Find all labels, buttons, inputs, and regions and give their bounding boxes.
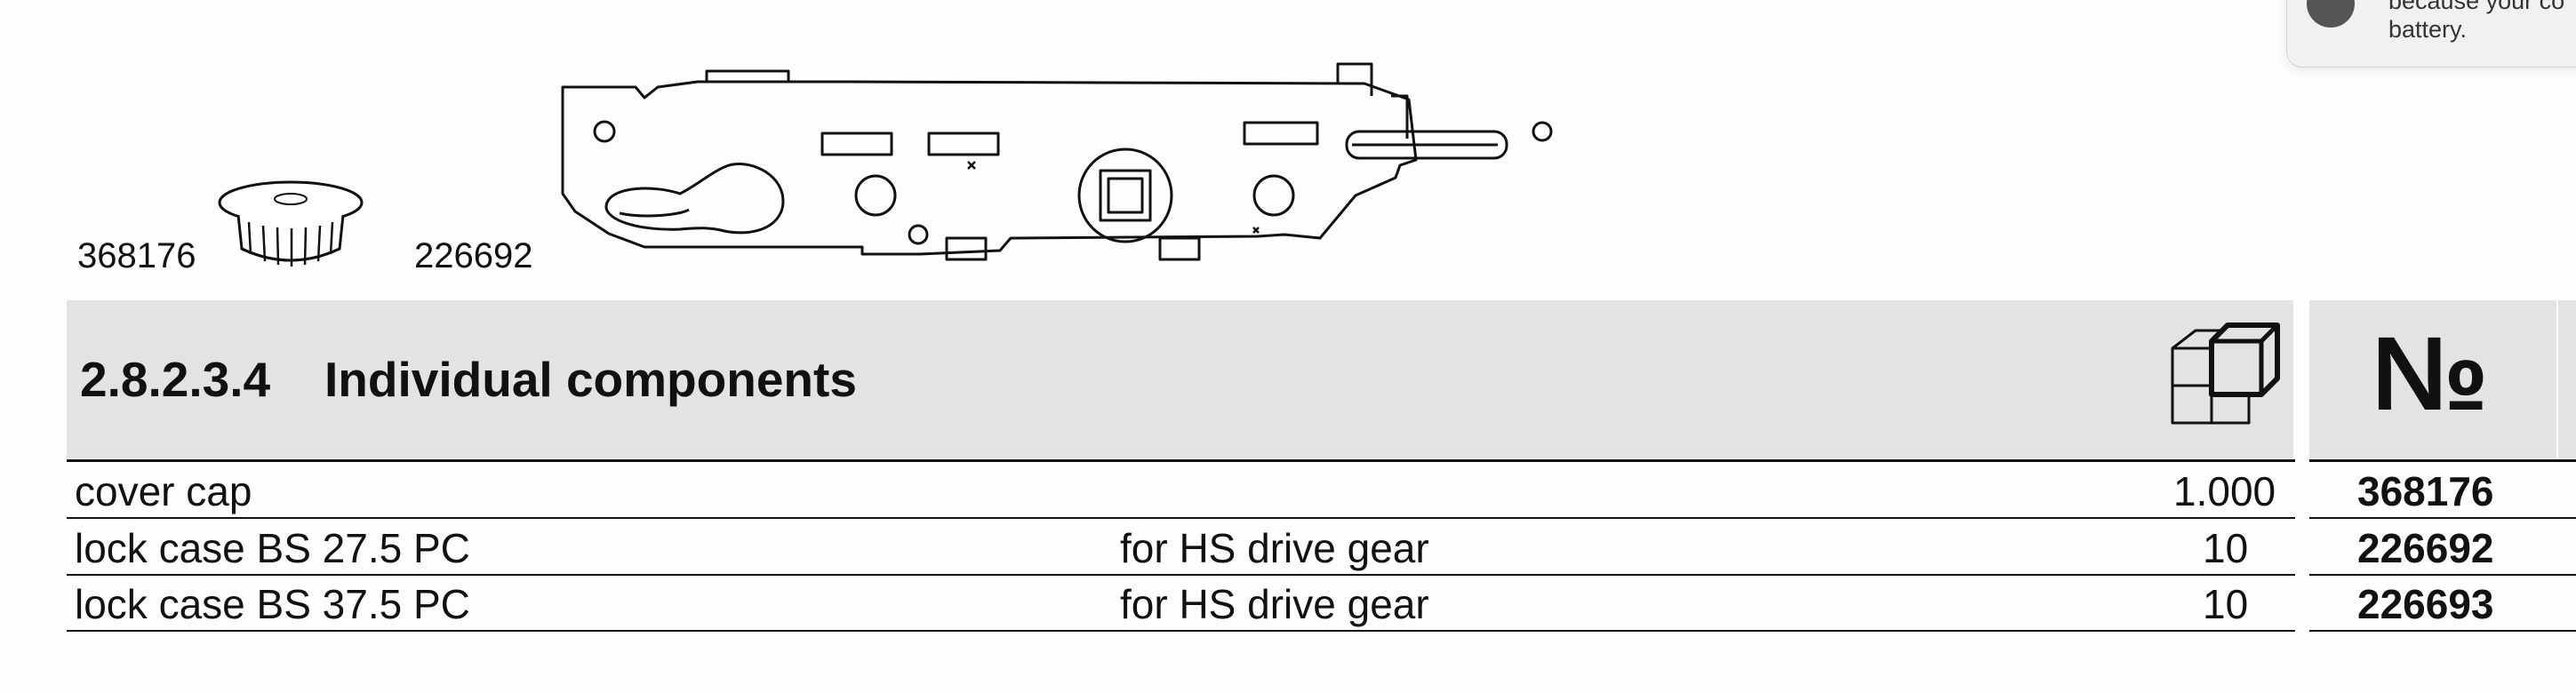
row-divider-1 — [67, 517, 2295, 519]
cover-cap-drawing — [218, 180, 364, 267]
notification-line-1: because your co — [2388, 0, 2565, 14]
order-number-symbol: № — [2372, 315, 2489, 433]
row-2-note: for HS drive gear — [1120, 525, 1429, 571]
lock-case-article-label: 226692 — [414, 236, 533, 275]
section-number: 2.8.2.3.4 — [80, 352, 271, 407]
row-2-article-number: 226692 — [2357, 525, 2494, 571]
row-1-description: cover cap — [75, 468, 252, 514]
section-header-band — [67, 300, 2293, 458]
notification-text: because your co battery. — [2388, 0, 2576, 44]
row-3-description: lock case BS 37.5 PC — [75, 581, 470, 627]
table-top-rule — [67, 459, 2295, 462]
right-edge-stub — [2558, 300, 2576, 458]
table-top-rule-right — [2309, 459, 2576, 462]
row-3-note: for HS drive gear — [1120, 581, 1429, 627]
row-2-description: lock case BS 27.5 PC — [75, 525, 470, 571]
package-cubes-icon — [2171, 323, 2280, 425]
cover-cap-article-label: 368176 — [77, 236, 196, 275]
notification-app-icon — [2307, 0, 2355, 28]
table-bottom-rule-right — [2309, 630, 2576, 632]
lock-case-drawing — [561, 62, 1553, 261]
row-3-quantity: 10 — [2203, 581, 2249, 627]
battery-notification[interactable]: because your co battery. — [2286, 0, 2576, 68]
notification-line-2: battery. — [2388, 16, 2468, 44]
row-divider-2 — [67, 574, 2295, 576]
order-number-header — [2309, 300, 2556, 458]
row-3-article-number: 226693 — [2357, 581, 2494, 627]
section-title: Individual components — [324, 352, 857, 407]
table-bottom-rule — [67, 630, 2295, 632]
row-divider-1-right — [2309, 517, 2576, 519]
row-divider-2-right — [2309, 574, 2576, 576]
column-divider — [2295, 300, 2309, 640]
row-2-quantity: 10 — [2203, 525, 2249, 571]
row-1-quantity: 1.000 — [2173, 468, 2276, 514]
row-1-article-number: 368176 — [2357, 468, 2494, 514]
